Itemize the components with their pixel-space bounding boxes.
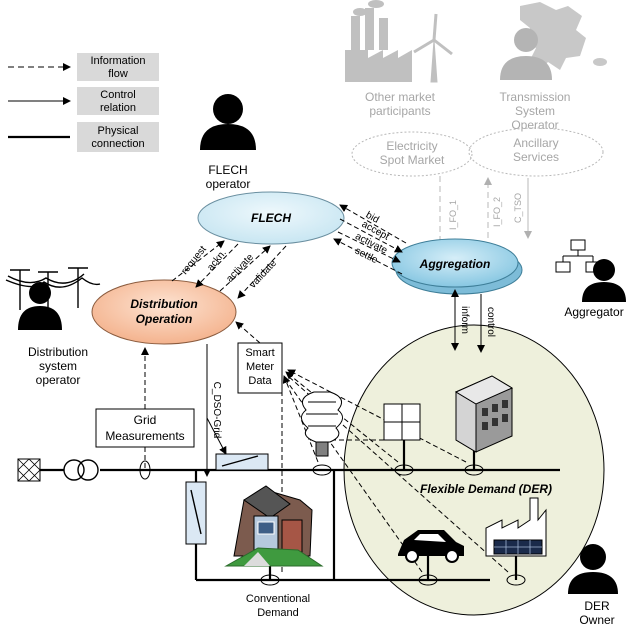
tso-label-1: Transmission (500, 90, 571, 104)
aggregation-node (391, 238, 519, 288)
request-label: request (179, 244, 209, 277)
legend-physical-label-1: Physical (98, 125, 139, 137)
dso-label-2: system (39, 359, 77, 373)
switch-horizontal (215, 453, 269, 471)
power-poles-icon (5, 267, 101, 312)
der-owner-label-1: DER (584, 599, 610, 613)
sensor-building (464, 464, 484, 476)
flech-aggregation-edges (333, 204, 407, 275)
grid-measurements-label-2: Measurements (105, 429, 184, 443)
flech-operator-label-2: operator (206, 177, 251, 191)
grid-measurements-box (95, 408, 195, 448)
ancillary-node (468, 127, 604, 177)
wind-turbine-icon (413, 13, 453, 83)
smart-meter-label-1: Smart (245, 347, 274, 359)
office-building-icon (454, 375, 514, 453)
denmark-map-icon (520, 2, 607, 72)
transformer-icon-b (77, 459, 99, 481)
legend-control-label-1: Control (100, 89, 135, 101)
legend: Information flow Control relation Physic… (8, 53, 159, 152)
c-dso-to-switch (206, 417, 227, 455)
smart-meter-to-dso (235, 321, 261, 344)
heat-pump-icon (383, 403, 421, 441)
der-owner-person-icon (568, 544, 618, 594)
aggregator-person-icon (582, 259, 626, 302)
aggregation-label: Aggregation (419, 257, 491, 271)
factory-pv-icon (485, 497, 547, 557)
legend-info-flow-box (77, 53, 159, 81)
other-market-label-1: Other market (365, 90, 436, 104)
distribution-label-1: Distribution (130, 297, 197, 311)
ancillary-label-1: Ancillary (513, 136, 558, 150)
legend-control-box (77, 87, 159, 115)
flech-operator-label-1: FLECH (208, 163, 247, 177)
sensor-factory (506, 574, 526, 586)
flech-label: FLECH (251, 211, 291, 225)
control-label: control (485, 307, 496, 337)
aggregator-label: Aggregator (564, 305, 623, 319)
flech-dso-edges (171, 240, 287, 299)
legend-control-label-2: relation (100, 102, 136, 114)
dso-person-icon (18, 282, 62, 330)
conventional-demand-label-2: Demand (257, 607, 299, 619)
sensor-lamp (312, 464, 332, 476)
other-market-label-2: participants (369, 104, 430, 118)
dso-label-1: Distribution (28, 345, 88, 359)
house-icon (224, 485, 324, 567)
flexible-demand-label: Flexible Demand (DER) (420, 482, 552, 496)
distribution-label-2: Operation (136, 312, 193, 326)
der-owner-label-2: Owner (579, 613, 614, 627)
tso-label-3: Operator (511, 118, 558, 132)
sensor-ev (418, 574, 438, 586)
ackn-label: ackn. (205, 248, 229, 274)
lamp-icon (301, 391, 343, 457)
tso-label-2: System (515, 104, 555, 118)
legend-physical-label-2: connection (91, 138, 144, 150)
ancillary-label-2: Services (513, 150, 559, 164)
org-chart-icon (555, 239, 601, 273)
c-dso-grid-label: C_DSO-Grid (211, 382, 222, 439)
sensor-grid (139, 460, 151, 480)
switch-vertical-blade (190, 489, 202, 535)
flech-operator-icon (200, 94, 256, 150)
legend-physical-box (77, 122, 159, 152)
sensor-heatpump (394, 464, 414, 476)
factory-icon (345, 0, 412, 82)
legend-info-flow-label-1: Information (90, 55, 145, 67)
conventional-demand-label-1: Conventional (246, 593, 310, 605)
dso-label-3: operator (36, 373, 81, 387)
external-grid-hatch (17, 458, 41, 482)
spot-market-node (351, 131, 473, 177)
ev-car-icon (398, 530, 464, 563)
spot-market-label-2: Spot Market (380, 153, 445, 167)
smart-meter-label-3: Data (248, 375, 272, 387)
sensor-house (260, 574, 280, 586)
i-fo-1-label: I_FO_1 (448, 200, 458, 230)
smart-meter-label-2: Meter (246, 361, 274, 373)
grid-measurements-label-1: Grid (134, 413, 157, 427)
transformer-icon-a (63, 459, 85, 481)
flech-node (197, 191, 345, 245)
legend-info-flow-label-2: flow (108, 68, 128, 80)
spot-market-label-1: Electricity (386, 139, 437, 153)
tso-person-icon (500, 28, 552, 80)
inform-label: inform (459, 306, 470, 334)
switch-horizontal-blade (221, 455, 259, 467)
i-fo-2-label: I_FO_2 (492, 197, 502, 227)
c-tso-label: C_TSO (513, 193, 523, 223)
distribution-operation-node (91, 279, 237, 345)
